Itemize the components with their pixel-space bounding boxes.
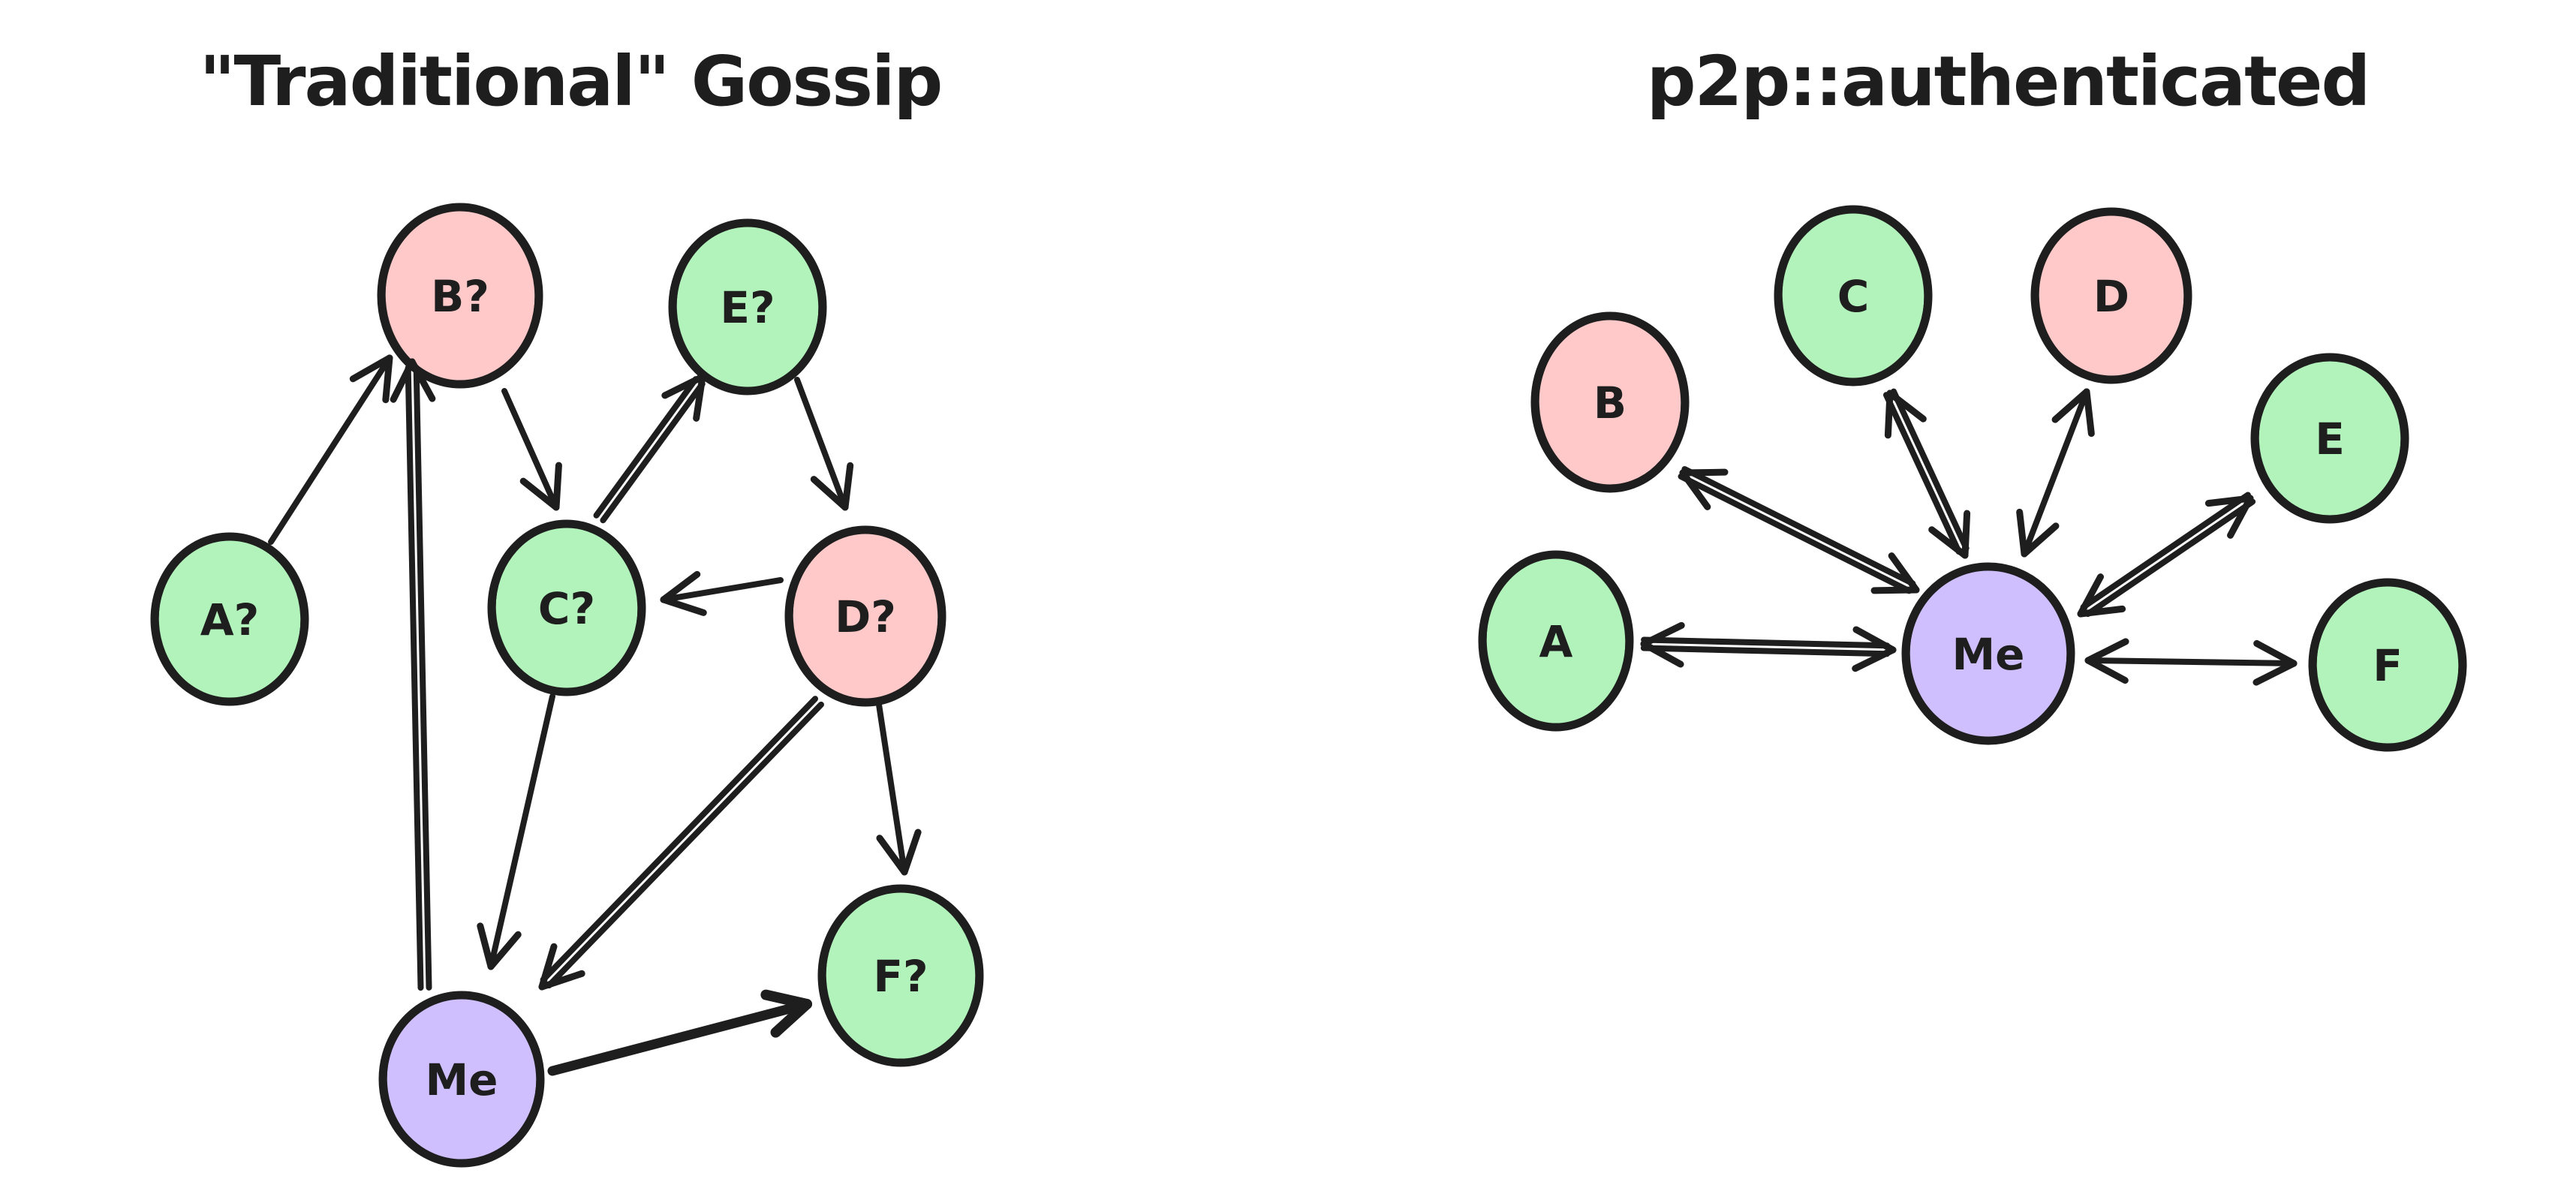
- node-label-E: E?: [720, 282, 775, 333]
- node-label-B: B?: [431, 271, 489, 322]
- node-shape-F[interactable]: [817, 884, 984, 1067]
- node-A[interactable]: A?: [150, 532, 309, 706]
- node-sketch-stroke: [2314, 582, 2461, 747]
- node-label-E: E: [2315, 414, 2345, 465]
- edge-B-to-C[interactable]: [501, 388, 562, 511]
- node-label-C: C: [1837, 271, 1870, 322]
- node-C[interactable]: C: [1774, 205, 1933, 386]
- node-sketch-stroke: [790, 530, 940, 702]
- node-D[interactable]: D?: [784, 525, 946, 707]
- node-shape-A[interactable]: [150, 532, 309, 706]
- edge-D-to-C[interactable]: [660, 570, 784, 616]
- left-diagram-title[interactable]: "Traditional" Gossip: [200, 41, 943, 122]
- node-E[interactable]: E?: [668, 218, 827, 395]
- node-F[interactable]: F?: [817, 884, 984, 1067]
- traditional-gossip-diagram: A? B? C? D? E? F? Me: [150, 203, 984, 1168]
- node-shape-B[interactable]: [377, 203, 543, 389]
- node-shape-Me[interactable]: [378, 991, 545, 1168]
- edge-Me-to-B[interactable]: [390, 358, 436, 991]
- node-shape-E[interactable]: [668, 218, 827, 395]
- node-label-A: A?: [200, 594, 260, 645]
- edge-A-to-Me[interactable]: [1640, 621, 1897, 672]
- node-shape-C[interactable]: [487, 519, 646, 696]
- node-label-A: A: [1539, 616, 1573, 667]
- node-F[interactable]: F: [2308, 578, 2467, 752]
- edge-E-to-Me[interactable]: [2077, 492, 2256, 618]
- edge-F-to-Me[interactable]: [2084, 638, 2298, 686]
- node-shape-Me[interactable]: [1901, 562, 2075, 745]
- node-label-Me: Me: [1952, 629, 2024, 680]
- node-shape-E[interactable]: [2250, 353, 2409, 524]
- node-B[interactable]: B?: [377, 203, 543, 389]
- node-label-D: D: [2093, 271, 2129, 322]
- node-sketch-stroke: [1536, 316, 1684, 489]
- node-shape-C[interactable]: [1774, 205, 1933, 386]
- node-label-C: C?: [538, 583, 595, 634]
- node-sketch-stroke: [493, 524, 640, 692]
- edge-C-to-Me[interactable]: [477, 693, 555, 970]
- node-sketch-stroke: [383, 207, 537, 384]
- node-shape-D[interactable]: [2030, 207, 2192, 384]
- node-B[interactable]: B: [1530, 311, 1690, 493]
- node-label-F: F?: [873, 951, 928, 1002]
- node-C[interactable]: C?: [487, 519, 646, 696]
- edge-C-to-Me[interactable]: [1883, 388, 1971, 559]
- node-sketch-stroke: [2036, 212, 2186, 380]
- edge-B-to-Me[interactable]: [1678, 466, 1920, 594]
- node-A[interactable]: A: [1478, 550, 1634, 732]
- node-shape-D[interactable]: [784, 525, 946, 707]
- node-E[interactable]: E: [2250, 353, 2409, 524]
- edge-C-to-E[interactable]: [593, 373, 706, 524]
- edge-A-to-B[interactable]: [268, 354, 393, 545]
- node-Me[interactable]: Me: [378, 991, 545, 1168]
- edge-E-to-D[interactable]: [794, 377, 854, 511]
- node-sketch-stroke: [156, 537, 303, 702]
- node-shape-F[interactable]: [2308, 578, 2467, 752]
- edge-D-to-Me[interactable]: [538, 696, 824, 991]
- node-D[interactable]: D: [2030, 207, 2192, 384]
- node-label-Me: Me: [425, 1054, 498, 1105]
- node-sketch-stroke: [2256, 357, 2403, 519]
- node-sketch-stroke: [384, 995, 539, 1163]
- node-sketch-stroke: [1780, 209, 1927, 382]
- edge-Me-to-F[interactable]: [547, 989, 812, 1076]
- node-shape-B[interactable]: [1530, 311, 1690, 493]
- edge-D-to-F[interactable]: [876, 702, 922, 876]
- right-diagram-title[interactable]: p2p::authenticated: [1647, 41, 2371, 122]
- node-label-D: D?: [835, 591, 896, 642]
- node-Me[interactable]: Me: [1901, 562, 2075, 745]
- p2p-authenticated-diagram: B C D E A F Me: [1478, 205, 2467, 752]
- node-label-B: B: [1593, 377, 1627, 429]
- edge-D-to-Me[interactable]: [2016, 388, 2095, 558]
- node-sketch-stroke: [1907, 567, 2069, 741]
- node-sketch-stroke: [823, 889, 978, 1063]
- node-label-F: F: [2373, 640, 2403, 691]
- node-shape-A[interactable]: [1478, 550, 1634, 732]
- node-sketch-stroke: [674, 223, 821, 391]
- node-sketch-stroke: [1484, 555, 1628, 727]
